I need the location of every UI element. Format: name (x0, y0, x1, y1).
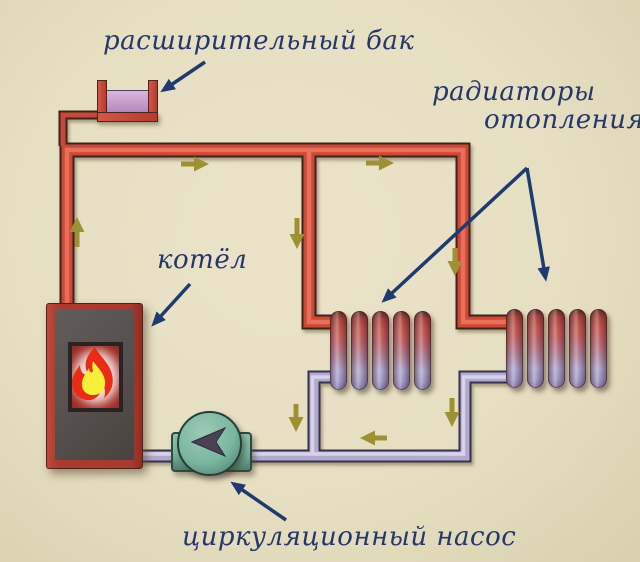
radiator-section (414, 311, 431, 390)
radiator-section (527, 309, 544, 388)
return-pipe (140, 370, 510, 463)
label-radiators-line1: радиаторы (432, 77, 596, 107)
pump-rotor-icon (190, 426, 227, 458)
radiator-section (393, 311, 410, 390)
radiator-section (372, 311, 389, 390)
pointer-arrow-boiler-icon (151, 282, 192, 327)
flow-arrows (69, 155, 463, 446)
radiator-1 (330, 311, 431, 390)
label-radiators-line2: отопления (484, 105, 640, 135)
pointer-arrow-expansion-tank-icon (160, 60, 206, 93)
radiator-2 (506, 309, 607, 388)
pointer-arrow-radiator-2-icon (525, 167, 550, 282)
boiler-firebox (68, 342, 123, 412)
radiator-section (330, 311, 347, 390)
radiator-section (569, 309, 586, 388)
label-radiators: радиаторы отопления (432, 78, 640, 134)
boiler (46, 303, 143, 469)
pointer-arrow-radiator-1-icon (381, 166, 529, 303)
pointer-arrow-pump-icon (230, 481, 287, 522)
label-circulation-pump: циркуляционный насос (182, 522, 517, 552)
pump-rotor-housing (177, 411, 242, 476)
radiator-section (548, 309, 565, 388)
tank-bottom-wall (97, 112, 158, 122)
supply-pipe (58, 110, 510, 330)
label-boiler: котёл (157, 245, 248, 275)
radiator-section (506, 309, 523, 388)
label-expansion-tank: расширительный бак (103, 26, 415, 56)
radiator-section (351, 311, 368, 390)
radiator-section (590, 309, 607, 388)
flame-icon (72, 347, 119, 404)
pointer-arrows (151, 60, 550, 522)
